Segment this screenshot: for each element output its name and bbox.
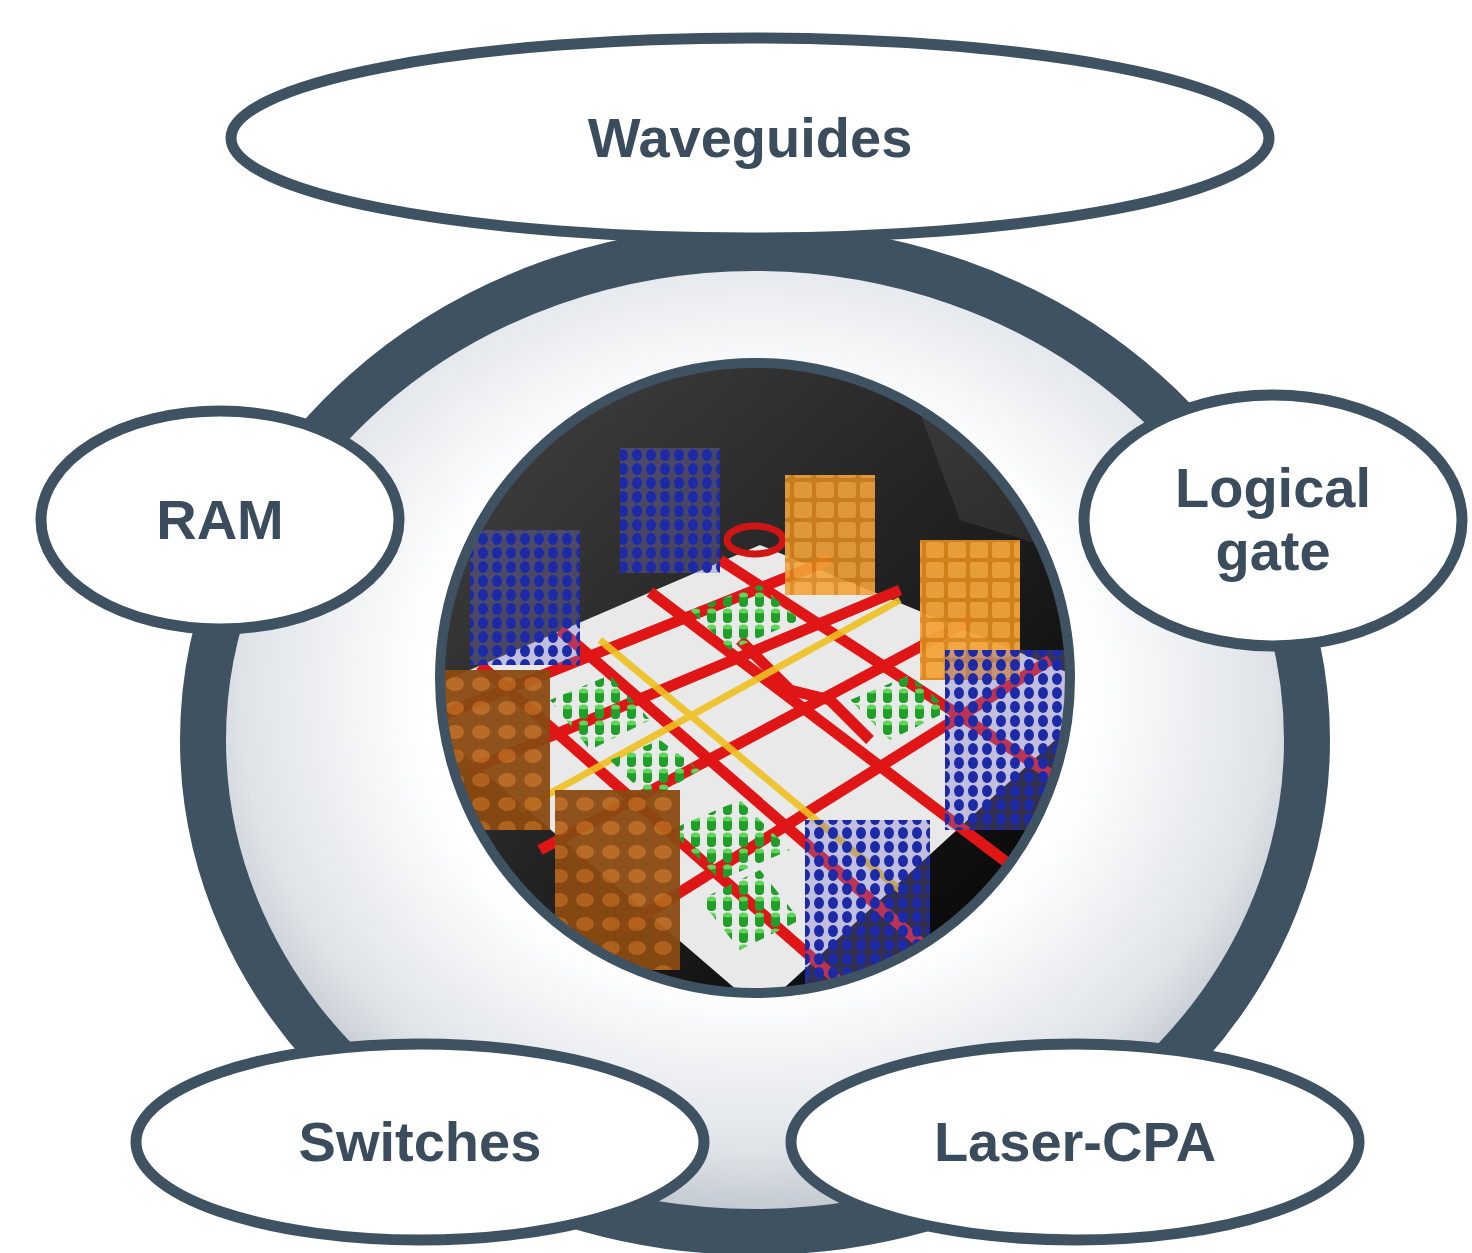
ellipse-node: Logical gate — [1078, 389, 1468, 652]
ellipse-node: RAM — [35, 405, 405, 635]
node-label: Laser-CPA — [934, 1111, 1216, 1174]
ellipse-node: Waveguides — [225, 32, 1275, 244]
ellipse-node: Switches — [130, 1038, 710, 1246]
node-label: Switches — [299, 1111, 542, 1174]
ellipse-node: Laser-CPA — [785, 1038, 1365, 1246]
node-label: Logical gate — [1143, 457, 1403, 582]
node-label: Waveguides — [588, 107, 913, 170]
node-label: RAM — [156, 489, 284, 552]
